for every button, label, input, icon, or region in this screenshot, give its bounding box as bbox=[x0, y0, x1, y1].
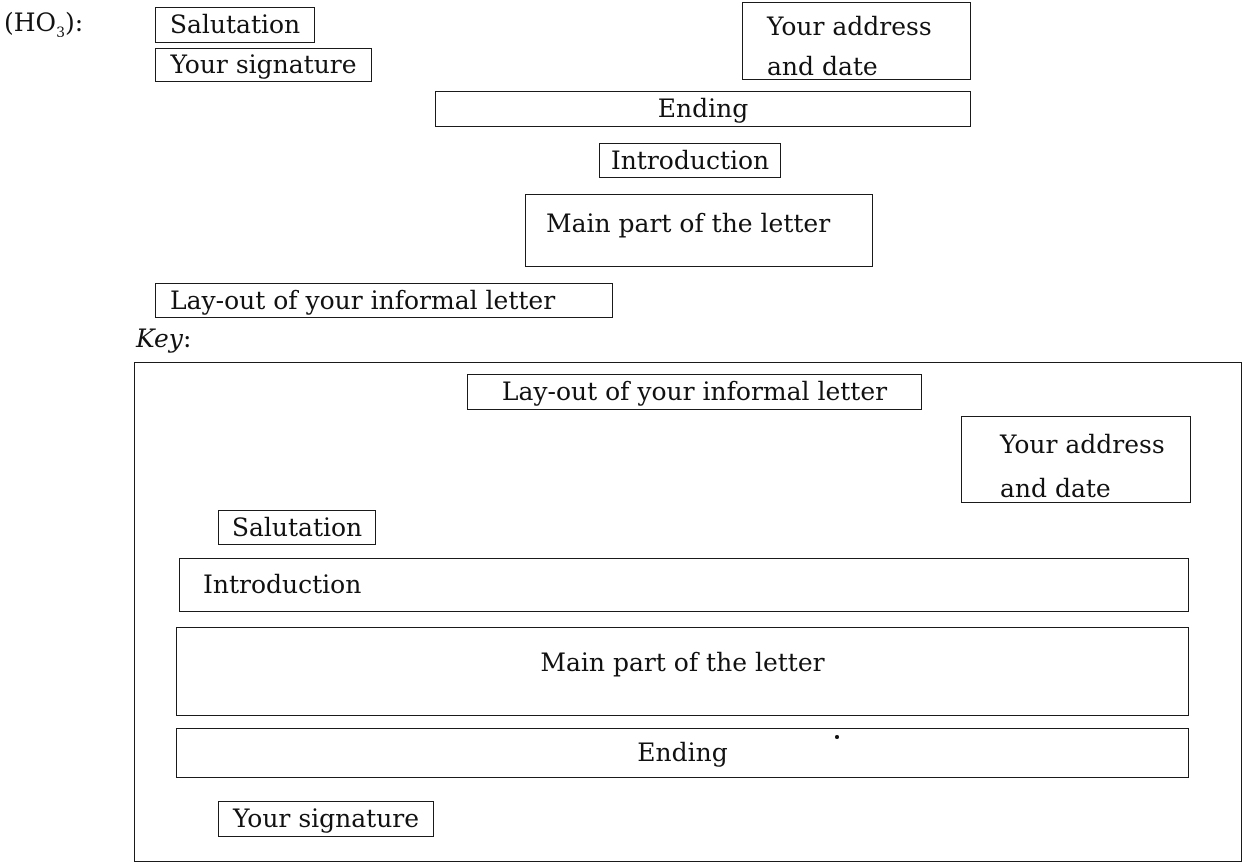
scrambled-address-line2: and date bbox=[767, 52, 878, 81]
scrambled-ending-box: Ending bbox=[435, 91, 971, 127]
key-introduction-box: Introduction bbox=[179, 558, 1189, 612]
key-heading-colon: : bbox=[182, 324, 192, 353]
key-salutation-box: Salutation bbox=[218, 510, 376, 545]
key-salutation-text: Salutation bbox=[231, 512, 363, 542]
key-ending-text: Ending bbox=[637, 738, 728, 767]
key-heading: Key: bbox=[136, 324, 191, 353]
question-label-suffix: ): bbox=[64, 8, 84, 37]
scrambled-main-part-box: Main part of the letter bbox=[525, 194, 873, 267]
scrambled-layout-title-box: Lay-out of your informal letter bbox=[155, 283, 613, 318]
question-label: (HO3): bbox=[4, 8, 83, 41]
scrambled-layout-title-text: Lay-out of your informal letter bbox=[170, 285, 556, 315]
scrambled-signature-text: Your signature bbox=[170, 50, 357, 79]
key-main-part-box: Main part of the letter bbox=[176, 627, 1189, 716]
scrambled-main-part-text: Main part of the letter bbox=[546, 209, 831, 238]
scan-dot bbox=[835, 735, 839, 739]
scrambled-address-line1: Your address bbox=[767, 12, 932, 41]
scrambled-introduction-box: Introduction bbox=[599, 143, 781, 178]
key-address-line2: and date bbox=[1000, 474, 1111, 503]
key-heading-text: Key bbox=[136, 324, 183, 353]
key-main-part-text: Main part of the letter bbox=[540, 648, 825, 677]
question-label-prefix: (HO bbox=[4, 8, 57, 37]
scrambled-introduction-text: Introduction bbox=[610, 145, 770, 175]
scrambled-signature-box: Your signature bbox=[155, 48, 372, 82]
key-frame bbox=[134, 362, 1242, 862]
key-signature-box: Your signature bbox=[218, 801, 434, 837]
key-address-line1: Your address bbox=[1000, 430, 1165, 459]
key-introduction-text: Introduction bbox=[203, 570, 362, 599]
key-ending-box: Ending bbox=[176, 728, 1189, 778]
key-layout-title-text: Lay-out of your informal letter bbox=[501, 377, 888, 406]
key-address-box: Your address and date bbox=[961, 416, 1191, 503]
scrambled-salutation-text: Salutation bbox=[169, 10, 301, 39]
key-signature-text: Your signature bbox=[232, 804, 420, 833]
question-label-subscript: 3 bbox=[56, 25, 65, 41]
scrambled-ending-text: Ending bbox=[657, 94, 749, 123]
scrambled-salutation-box: Salutation bbox=[155, 7, 315, 43]
scrambled-address-box: Your address and date bbox=[742, 2, 971, 81]
key-layout-title-box: Lay-out of your informal letter bbox=[467, 374, 922, 410]
